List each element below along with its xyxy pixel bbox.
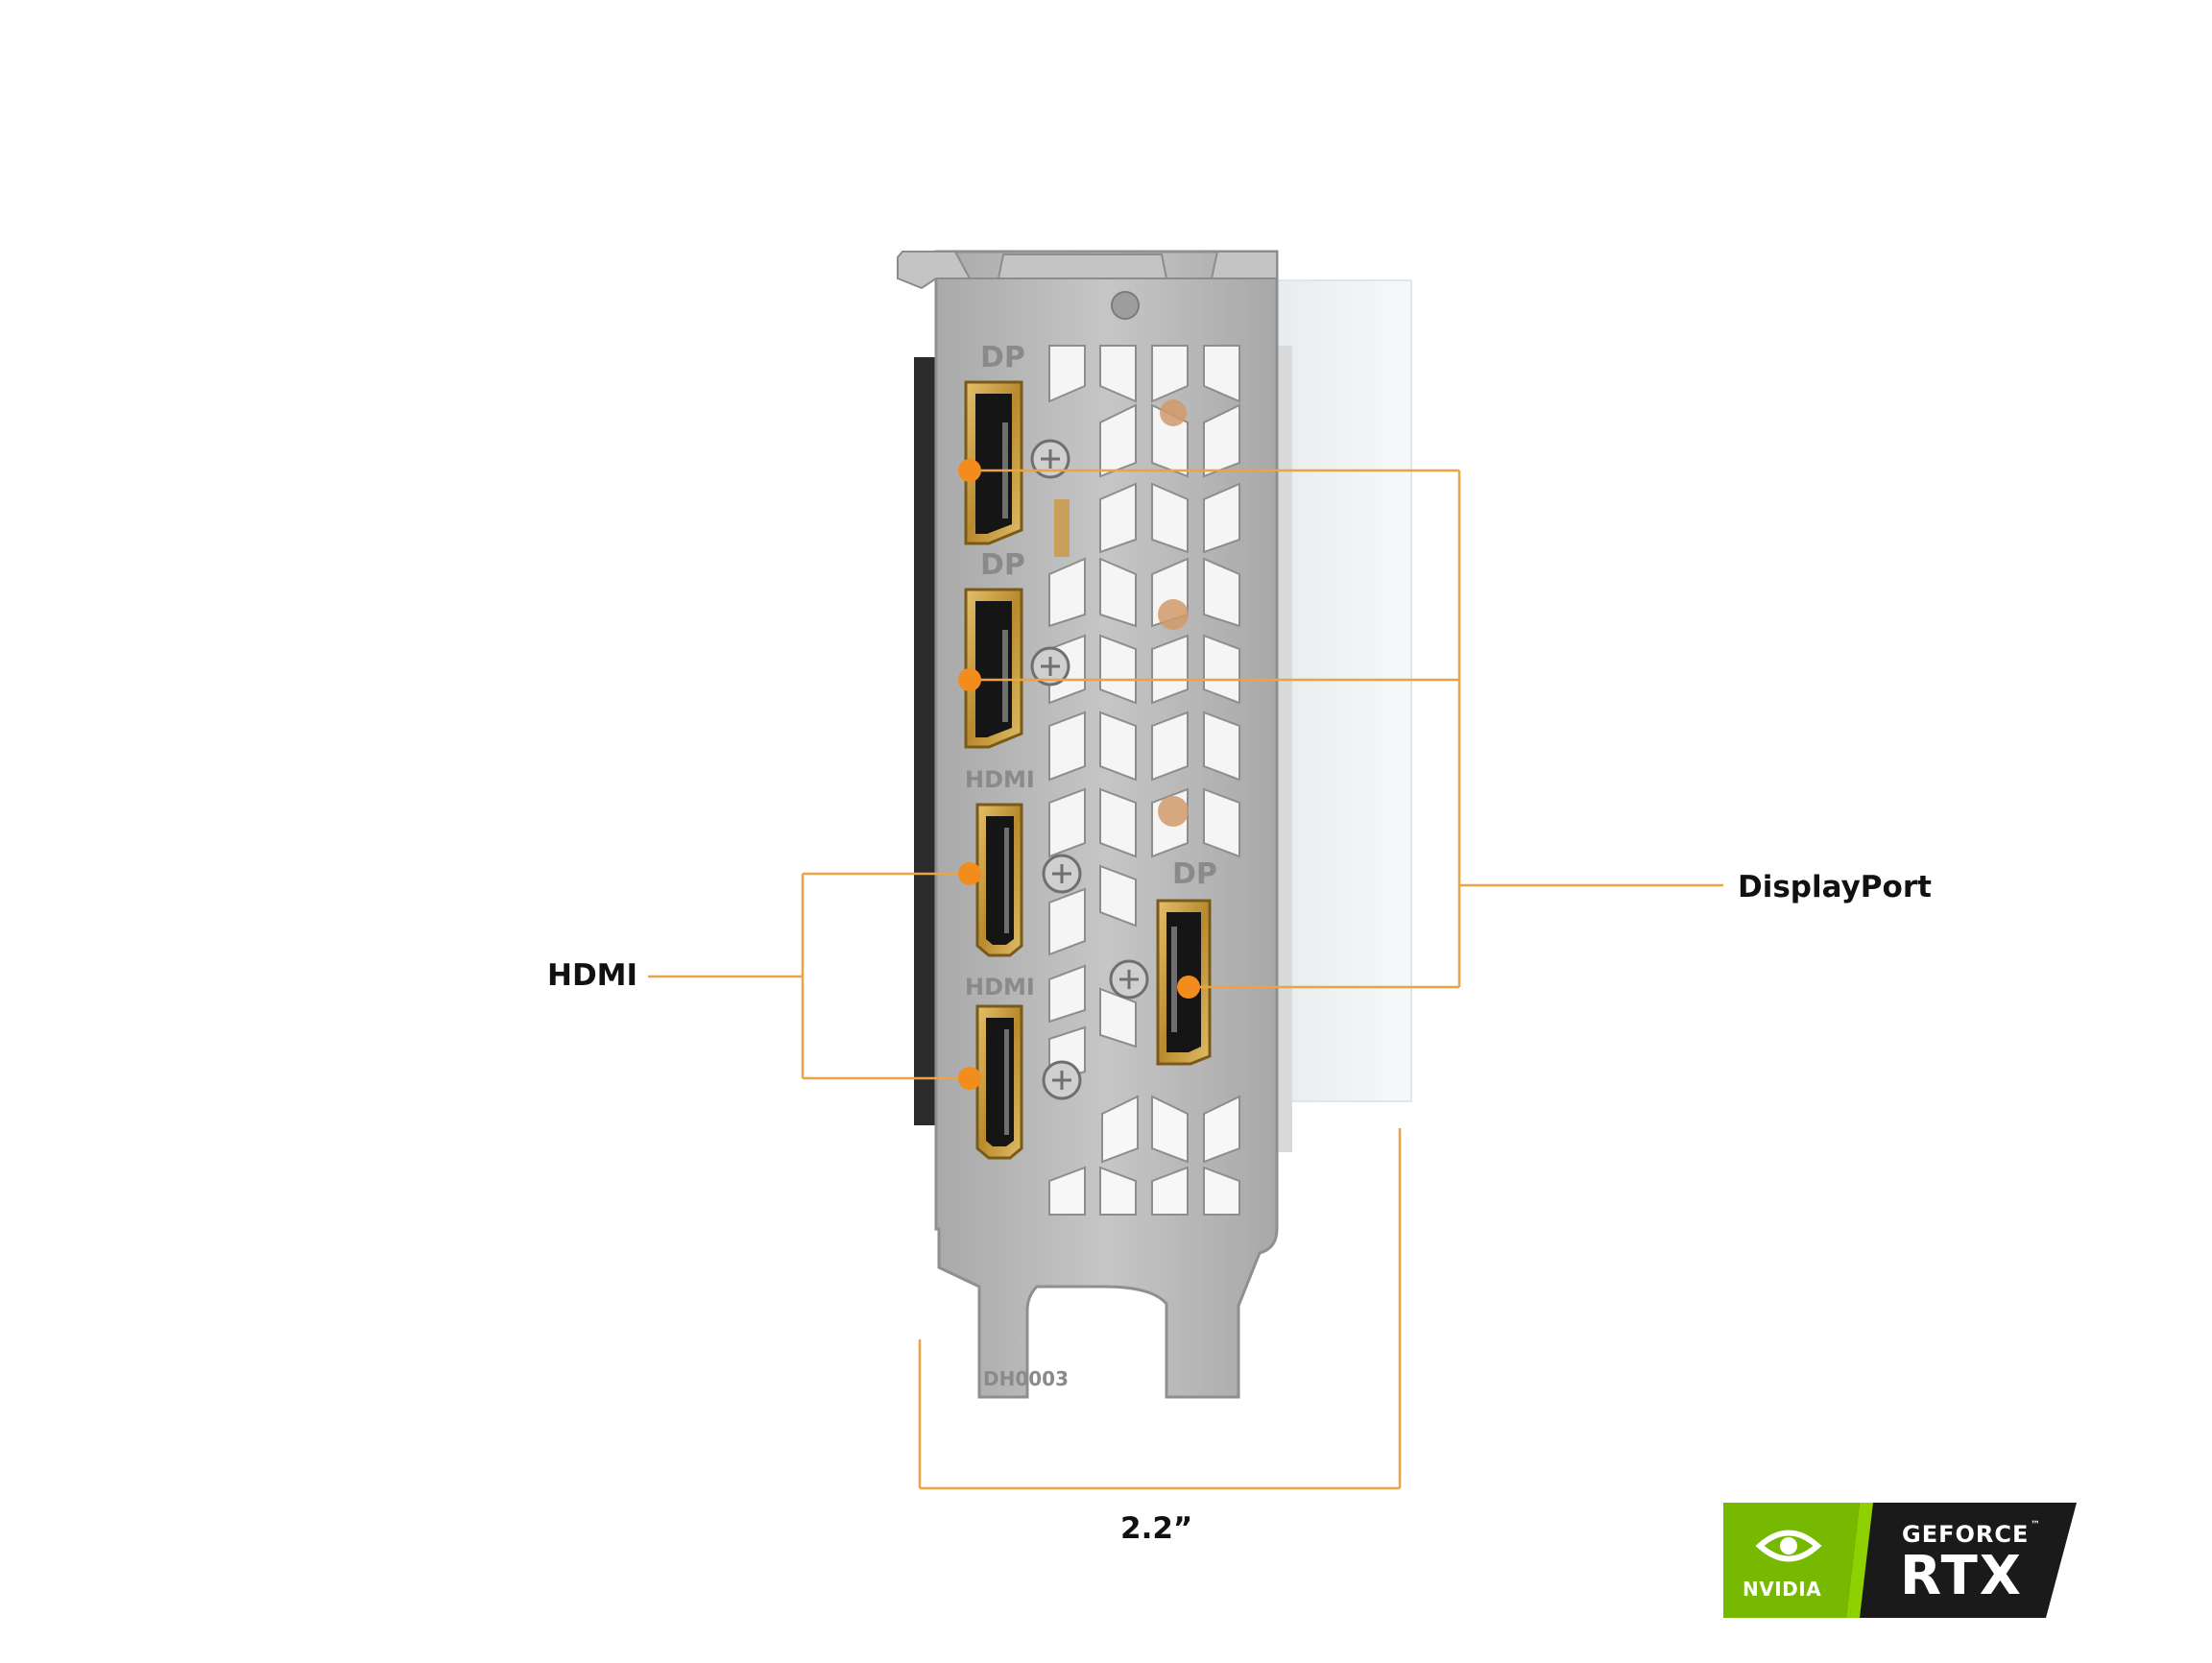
- screw-slots: [1041, 449, 1139, 1090]
- displayport-callout-label: DisplayPort: [1738, 870, 1932, 904]
- vent-grid-lower: [1048, 1095, 1240, 1216]
- width-dimension-label: 2.2”: [1120, 1511, 1193, 1546]
- dot-hdmi-1: [958, 862, 981, 885]
- dot-hdmi-2: [958, 1067, 981, 1090]
- badge-background: [1723, 1503, 2077, 1618]
- port-label-dp-1: DP: [980, 341, 1025, 374]
- bracket-part-number: DH0003: [983, 1367, 1069, 1390]
- port-label-hdmi-2: HDMI: [965, 974, 1035, 1000]
- trademark-symbol: ™: [2031, 1520, 2040, 1530]
- callout-dots: [958, 459, 1200, 1090]
- dot-dp-3: [1177, 976, 1200, 999]
- cooler-shroud: [1276, 279, 1412, 1102]
- geforce-rtx-badge: NVIDIA GEFORCE RTX ™: [1723, 1503, 2077, 1618]
- hdmi-callout-label: HDMI: [547, 958, 638, 993]
- bracket-mounting-tab: [897, 251, 1278, 290]
- hdmi-callout-lines: [648, 872, 970, 1080]
- pcb-edge: [914, 357, 935, 1125]
- nvidia-eye-icon: [1755, 1530, 1822, 1562]
- width-dimension-lines: [918, 1128, 1402, 1490]
- hdmi-connector-1: [975, 803, 1023, 957]
- geforce-wordmark: GEFORCE: [1902, 1521, 2030, 1548]
- displayport-connector-2: [964, 588, 1023, 749]
- dot-dp-2: [958, 668, 981, 691]
- rtx-wordmark: RTX: [1900, 1545, 2023, 1607]
- displayport-callout-lines: [970, 469, 1723, 989]
- bracket-screws: [1030, 439, 1149, 1100]
- port-label-dp-3: DP: [1172, 857, 1217, 891]
- heatpipes: [1054, 399, 1189, 827]
- hdmi-connector-2: [975, 1004, 1023, 1160]
- nvidia-wordmark: NVIDIA: [1743, 1578, 1822, 1601]
- dot-dp-1: [958, 459, 981, 482]
- port-label-hdmi-1: HDMI: [965, 766, 1035, 793]
- bracket-screw-hole: [1111, 291, 1140, 320]
- port-label-dp-2: DP: [980, 548, 1025, 582]
